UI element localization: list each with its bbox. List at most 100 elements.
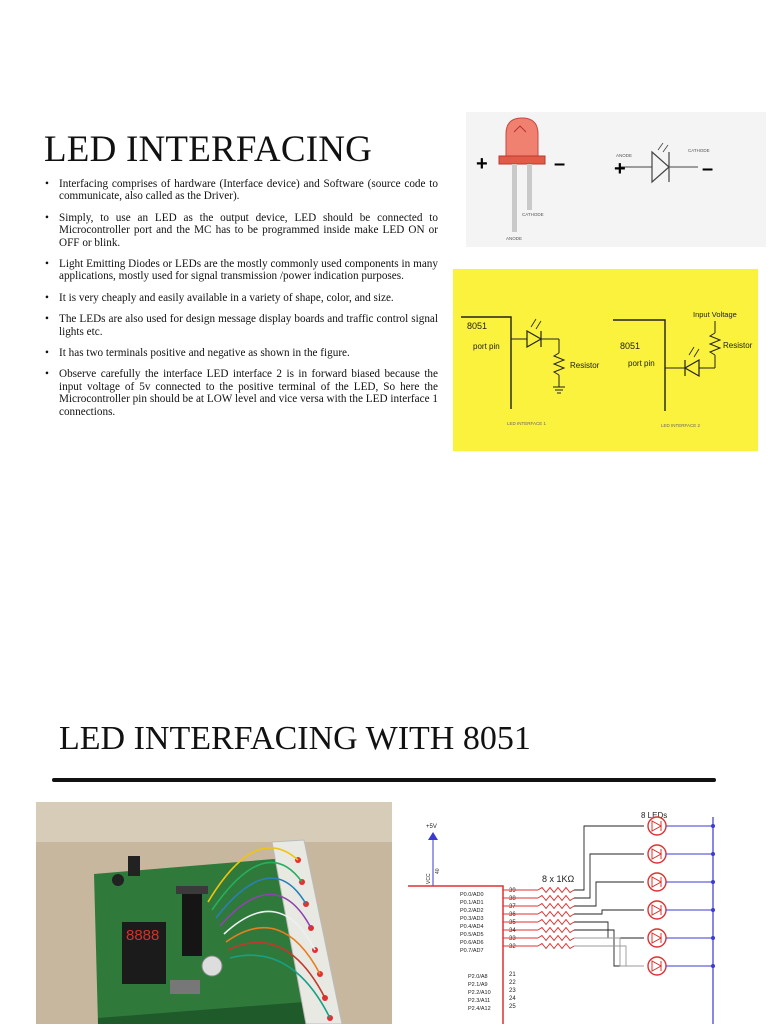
resistor-icon: [537, 894, 575, 902]
leds-title: 8 LEDs: [641, 811, 667, 820]
port-pin-name: P2.4/A12: [468, 1006, 491, 1012]
led-icon: [647, 816, 667, 836]
led-feed-wire: [574, 825, 644, 891]
schematic-nets: [503, 816, 715, 1024]
vplus-label: +5V: [426, 824, 437, 830]
port-pin-name: P0.1/AD1: [460, 900, 484, 906]
led-icon: [647, 956, 667, 976]
resistor-icon: [537, 902, 575, 910]
led-8051-schematic: 8 LEDs +5V VCC 40 8 x 1KΩ P0.0/AD0 P0.1/…: [408, 802, 760, 1024]
led-diode-icon: [651, 876, 663, 888]
interface2-resistor-label: Resistor: [723, 341, 753, 350]
bullet-item: Observe carefully the interface LED inte…: [44, 368, 438, 418]
resistor-icon: [537, 918, 575, 926]
vcc-arrow-icon: [428, 832, 438, 840]
port-pin-number: 39: [509, 888, 516, 894]
bullet-item: Light Emitting Diodes or LEDs are the mo…: [44, 258, 438, 283]
vcc-label: VCC: [426, 873, 432, 884]
port-pin-name: P2.1/A9: [468, 982, 488, 988]
led-diode-icon: [651, 904, 663, 916]
port-pin-number: 33: [509, 936, 516, 942]
port2-pin-labels: P2.0/A8 P2.1/A9 P2.2/A10 P2.3/A11 P2.4/A…: [468, 972, 516, 1012]
dev-board-photo: 8888: [36, 802, 392, 1024]
bullet-item: Simply, to use an LED as the output devi…: [44, 212, 438, 249]
led-diode-icon: [651, 848, 663, 860]
port-pin-name: P0.0/AD0: [460, 892, 484, 898]
bullet-list: Interfacing comprises of hardware (Inter…: [44, 178, 438, 427]
minus-sign: –: [554, 153, 565, 175]
resistor-icon: [537, 942, 575, 950]
port0-pin-labels: P0.0/AD0 P0.1/AD1 P0.2/AD2 P0.3/AD3 P0.4…: [460, 888, 516, 954]
symbol-minus: –: [702, 158, 713, 180]
led-interface-1-diagram: [461, 316, 566, 409]
bullet-item: Interfacing comprises of hardware (Inter…: [44, 178, 438, 203]
led-icon: [647, 872, 667, 892]
interface2-caption: LED INTERFACE 2: [661, 423, 701, 428]
led-feed-wire: [574, 909, 644, 915]
port-pin-name: P0.5/AD5: [460, 932, 484, 938]
led-symbol-icon: [620, 142, 698, 184]
interface2-input-label: Input Voltage: [693, 310, 737, 319]
port-pin-number: 25: [509, 1004, 516, 1010]
port-pin-number: 36: [509, 912, 516, 918]
led-feed-wire: [574, 881, 644, 907]
interface2-label-8051: 8051: [620, 341, 640, 351]
interface1-label-8051: 8051: [467, 321, 487, 331]
led-component-figure: + – CATHODE ANODE ANODE CATHODE + –: [466, 112, 766, 247]
port-pin-number: 38: [509, 896, 516, 902]
port-pin-number: 34: [509, 928, 516, 934]
bullet-item: It has two terminals positive and negati…: [44, 347, 438, 360]
mcu-outline: [408, 885, 504, 1024]
led-photo-icon: [498, 117, 546, 232]
interface1-caption: LED INTERFACE 1: [507, 421, 547, 426]
bullet-item: The LEDs are also used for design messag…: [44, 313, 438, 338]
port-pin-number: 24: [509, 996, 516, 1002]
port-pin-name: P0.6/AD6: [460, 940, 484, 946]
slide-title: LED INTERFACING: [44, 129, 373, 170]
port-pin-number: 37: [509, 904, 516, 910]
port-pin-number: 23: [509, 988, 516, 994]
vcc-pin-number: 40: [435, 868, 441, 874]
led-interface-2-diagram: [613, 319, 722, 411]
jumper-wires: [207, 846, 331, 1019]
slide-title: LED INTERFACING WITH 8051: [59, 720, 531, 757]
port-pin-number: 22: [509, 980, 516, 986]
db9-connector: [170, 980, 200, 994]
led-icon: [647, 844, 667, 864]
bullet-item: It is very cheaply and easily available …: [44, 292, 438, 305]
port-pin-name: P2.3/A11: [468, 998, 490, 1004]
display-digits: 8888: [126, 927, 159, 944]
port-pin-number: 32: [509, 944, 516, 950]
port-pin-number: 35: [509, 920, 516, 926]
figure-background: [453, 269, 758, 451]
resistor-icon: [537, 886, 575, 894]
led-feed-wire: [574, 853, 644, 899]
led-interface-figure: 8051 port pin Resistor LED INTERFACE 1 I…: [453, 269, 758, 451]
slide-led-interfacing-8051: LED INTERFACING WITH 8051 8888: [0, 690, 768, 1024]
led-icon: [647, 928, 667, 948]
symbol-cathode-label: CATHODE: [688, 148, 710, 153]
plus-sign: +: [476, 153, 488, 175]
cathode-label: CATHODE: [522, 212, 544, 217]
interface2-label-portpin: port pin: [628, 359, 655, 368]
led-diode-icon: [651, 932, 663, 944]
resistor-icon: [537, 910, 575, 918]
breadboard: [271, 839, 343, 1024]
symbol-anode-label: ANODE: [616, 153, 632, 158]
resistor-icon: [537, 926, 575, 934]
slide-led-interfacing: LED INTERFACING Interfacing comprises of…: [0, 0, 768, 690]
port-pin-name: P0.4/AD4: [460, 924, 484, 930]
port-pin-name: P0.7/AD7: [460, 948, 484, 954]
resistor-icon: [537, 934, 575, 942]
anode-label: ANODE: [506, 236, 522, 241]
led-feed-wire: [574, 945, 644, 967]
microcontroller-chip: [182, 892, 202, 956]
port-pin-name: P0.2/AD2: [460, 908, 484, 914]
interface1-resistor-label: Resistor: [570, 361, 600, 370]
port-pin-name: P2.2/A10: [468, 990, 491, 996]
interface1-label-portpin: port pin: [473, 342, 500, 351]
symbol-plus: +: [614, 158, 626, 180]
led-diode-icon: [651, 960, 663, 972]
port-pin-number: 21: [509, 972, 516, 978]
port-pin-name: P0.3/AD3: [460, 916, 484, 922]
